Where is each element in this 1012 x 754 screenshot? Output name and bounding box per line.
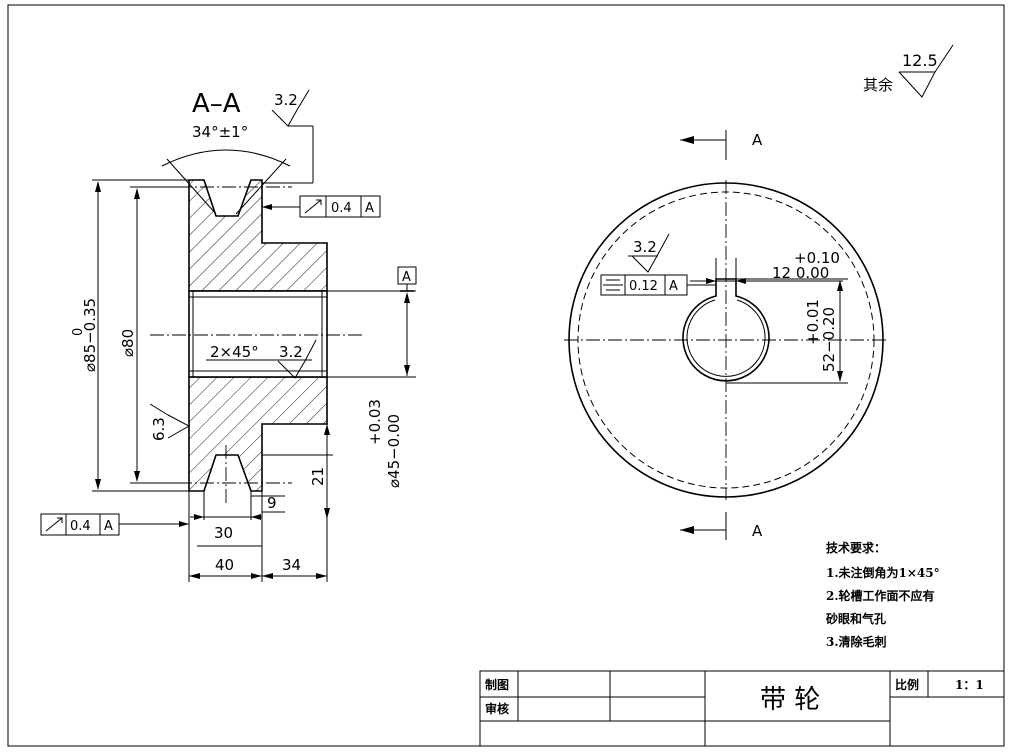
svg-text:A: A <box>104 519 113 534</box>
roughness-bore-symbol <box>277 339 317 379</box>
end-view: A A +0.10 12 0.00 +0.01 52−0.20 0.12 A 3… <box>564 130 888 540</box>
note-item: 砂眼和气孔 <box>825 611 886 626</box>
notes-heading: 技术要求： <box>826 540 886 555</box>
dim-34: 34 <box>282 556 301 574</box>
chamfer-label: 2×45° <box>210 343 259 361</box>
roughness-keyway-value: 3.2 <box>633 238 657 256</box>
roughness-groove-value: 3.2 <box>274 91 298 109</box>
runout-arrow-icon-2 <box>45 517 63 532</box>
section-label: A–A <box>192 89 241 119</box>
dim-outer-diameter: ⌀85−0.35 <box>81 298 99 372</box>
section-mark-bottom: A <box>752 522 763 540</box>
section-mark-top: A <box>752 131 763 149</box>
roughness-keyway-symbol <box>631 233 670 273</box>
svg-text:A: A <box>402 270 411 285</box>
dim-9: 9 <box>267 494 277 512</box>
bore <box>188 290 328 378</box>
groove-angle-arc <box>161 149 291 167</box>
drawn-label: 制图 <box>485 677 509 692</box>
dim-bore-tol: +0.03 <box>366 399 384 445</box>
bore-with-keyway <box>682 278 770 382</box>
dim-bore-diameter: ⌀45−0.00 <box>385 414 403 488</box>
scale-value: 1：1 <box>955 678 984 692</box>
roughness-face-value: 6.3 <box>150 417 168 441</box>
datum-marker: A <box>397 266 417 292</box>
note-item: 1.未注倒角为1×45° <box>826 565 940 580</box>
svg-text:0.12: 0.12 <box>629 279 658 294</box>
runout-arrow-icon <box>304 199 322 214</box>
section-arrow-bottom <box>680 526 694 534</box>
roughness-bore-value: 3.2 <box>279 343 303 361</box>
roughness-general-symbol <box>898 44 954 98</box>
section-view: A–A 34°±1° 0 ⌀85−0.35 ⌀80 <box>40 89 417 582</box>
dim-30: 30 <box>214 524 233 542</box>
runout-frame-upper: 0.4 A <box>299 195 381 218</box>
symmetry-frame: 0.12 A <box>600 274 688 296</box>
symmetry-icon <box>603 279 623 291</box>
title-block: 制图 审核 带 轮 比例 1：1 <box>479 670 1005 747</box>
part-name: 带 轮 <box>760 685 820 715</box>
section-body-upper <box>188 179 328 292</box>
general-roughness-value: 12.5 <box>902 51 938 70</box>
general-roughness: 其余 12.5 <box>863 44 954 98</box>
dim-hub-diameter: ⌀80 <box>119 329 137 357</box>
roughness-groove-symbol <box>271 89 310 127</box>
keyway-width: 12 0.00 <box>772 264 829 282</box>
note-item: 3.清除毛刺 <box>826 634 887 649</box>
dim-40: 40 <box>215 556 234 574</box>
general-prefix: 其余 <box>863 76 893 94</box>
svg-text:A: A <box>365 201 374 216</box>
runout-frame-lower: 0.4 A <box>40 513 120 536</box>
scale-label: 比例 <box>895 677 919 692</box>
dim-21: 21 <box>309 467 327 486</box>
note-item: 2.轮槽工作面不应有 <box>826 588 935 603</box>
section-arrow-top <box>680 136 694 144</box>
keyway-depth-tol: +0.01 <box>804 299 822 345</box>
checked-label: 审核 <box>485 701 509 716</box>
svg-text:A: A <box>669 279 678 294</box>
roughness-face-symbol <box>149 403 191 439</box>
keyway-width-tol: +0.10 <box>794 249 840 267</box>
keyway-depth: 52−0.20 <box>820 307 838 372</box>
svg-text:0.4: 0.4 <box>70 519 91 534</box>
technical-notes: 技术要求： 1.未注倒角为1×45° 2.轮槽工作面不应有 砂眼和气孔 3.清除… <box>825 540 940 649</box>
section-body-lower <box>188 376 328 492</box>
groove-angle-label: 34°±1° <box>192 123 248 141</box>
svg-text:0.4: 0.4 <box>331 201 352 216</box>
dim-outer-upper: 0 <box>71 328 86 336</box>
